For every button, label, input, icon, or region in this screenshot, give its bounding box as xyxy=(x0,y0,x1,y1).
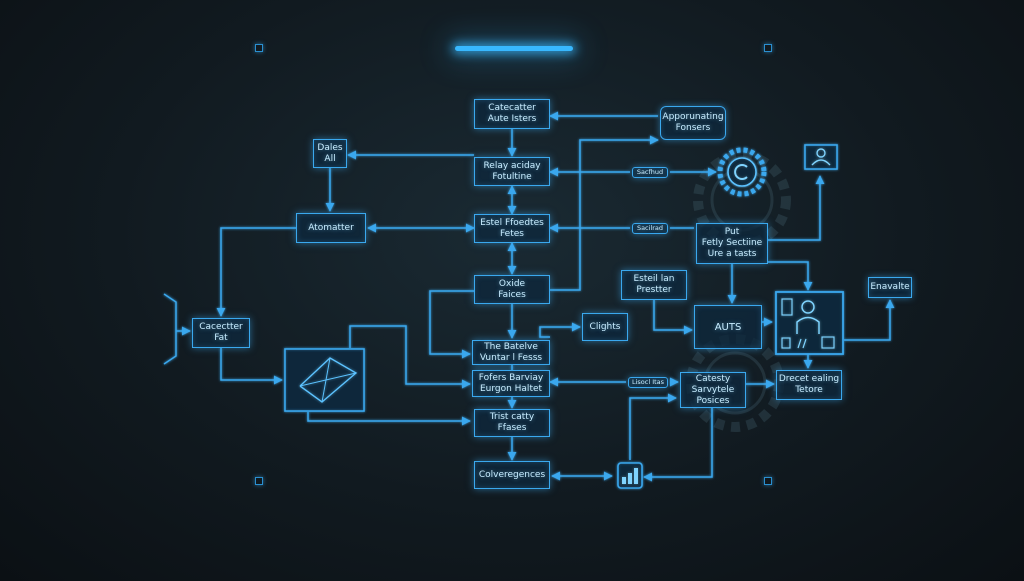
node-fofers: Fofers Barviay Eurgon Haltet xyxy=(472,370,550,397)
node-label: Apporunating xyxy=(662,112,724,122)
node-label: Put xyxy=(724,227,740,237)
node-label: Dales xyxy=(317,142,343,153)
node-label: AUTS xyxy=(714,321,742,333)
node-label: Fetly Sectiine xyxy=(701,238,763,248)
node-label: Sarvytele xyxy=(691,384,735,395)
node-label: Estel Ffoedtes xyxy=(480,217,544,228)
top-glow-bar xyxy=(455,46,573,51)
corner-marker xyxy=(255,477,263,485)
node-label: Trist catty xyxy=(489,412,535,422)
edge-label: Sacfhud xyxy=(632,167,668,178)
node-label: Prestter xyxy=(636,285,672,295)
node-label: Oxide xyxy=(498,278,526,289)
node-trist: Trist catty Ffases xyxy=(474,409,550,437)
corner-marker xyxy=(255,44,263,52)
node-enavalte: Enavalte xyxy=(868,277,912,298)
corner-marker xyxy=(764,44,772,52)
connector xyxy=(220,348,283,385)
connector xyxy=(216,227,296,317)
node-label: Atomatter xyxy=(308,222,354,233)
node-label: Ffases xyxy=(497,423,527,433)
node-label: Vuntar l Fesss xyxy=(479,352,543,363)
node-direct: Drecet ealing Tetore xyxy=(776,370,842,400)
connector xyxy=(629,393,677,460)
copyright-gear-icon xyxy=(717,147,767,197)
connector xyxy=(429,290,474,359)
node-auts: AUTS xyxy=(694,305,762,349)
node-label: Esteil lan xyxy=(633,274,675,284)
node-label: Fotultine xyxy=(492,171,532,182)
node-label: The Batelve xyxy=(484,341,538,352)
document-profile-icon xyxy=(775,291,844,355)
node-catalog: Catecatter Aute Isters xyxy=(474,99,550,129)
node-label: Sacilrad xyxy=(636,224,664,232)
connector xyxy=(550,135,659,291)
edge-label: Sacilrad xyxy=(632,223,668,234)
node-oxide: Oxide Faices xyxy=(474,275,550,304)
node-label: Posices xyxy=(696,395,730,406)
node-category: Catesty Sarvytele Posices xyxy=(680,372,746,408)
node-label: Fonsers xyxy=(675,123,711,133)
node-label: Tetore xyxy=(795,385,823,395)
node-convergences: Colveregences xyxy=(474,461,550,489)
node-dales: Dales All xyxy=(313,139,347,168)
connector xyxy=(768,261,813,291)
node-clights: Clights xyxy=(582,313,628,341)
connector xyxy=(643,408,713,482)
node-put: Put Fetly Sectiine Ure a tasts xyxy=(696,223,768,264)
node-estel: Estel Ffoedtes Fetes xyxy=(474,214,550,243)
node-label: All xyxy=(324,153,336,164)
connector xyxy=(844,299,895,341)
node-label: Catecatter xyxy=(488,103,536,113)
node-label: Cacectter xyxy=(199,322,243,332)
node-label: Relay aciday xyxy=(483,160,541,171)
node-label: Clights xyxy=(589,321,621,332)
node-label: Fofers Barviay xyxy=(478,372,544,383)
node-cacetter: Cacectter Fat xyxy=(192,318,250,348)
node-label: Ure a tasts xyxy=(707,249,757,259)
node-esteil: Esteil lan Prestter xyxy=(621,270,687,300)
node-label: Drecet ealing xyxy=(778,374,840,384)
corner-marker xyxy=(764,477,772,485)
connector xyxy=(349,325,471,389)
bar-chart-icon xyxy=(617,462,643,489)
node-automatter: Atomatter xyxy=(296,213,366,243)
triangle-chart-icon xyxy=(284,348,365,412)
connector xyxy=(653,300,693,335)
node-label: Sacfhud xyxy=(636,168,664,176)
node-batelve: The Batelve Vuntar l Fesss xyxy=(472,340,550,365)
node-label: Colveregences xyxy=(478,469,546,480)
node-label: Catesty xyxy=(695,373,731,384)
node-relay: Relay aciday Fotultine xyxy=(474,157,550,186)
node-label: Lisocl Itas xyxy=(631,378,665,386)
edge-label: Lisocl Itas xyxy=(628,377,668,388)
connector xyxy=(163,293,177,365)
user-profile-icon xyxy=(804,144,838,170)
connector xyxy=(307,412,471,426)
connector xyxy=(768,175,825,241)
node-label: Fat xyxy=(214,333,228,343)
node-label: Faices xyxy=(498,289,526,300)
node-label: Eurgon Haltet xyxy=(479,383,543,394)
node-approximating: Apporunating Fonsers xyxy=(660,106,726,140)
node-label: Fetes xyxy=(500,228,524,239)
connector xyxy=(539,322,581,338)
node-label: Aute Isters xyxy=(487,114,537,124)
node-label: Enavalte xyxy=(870,282,910,292)
